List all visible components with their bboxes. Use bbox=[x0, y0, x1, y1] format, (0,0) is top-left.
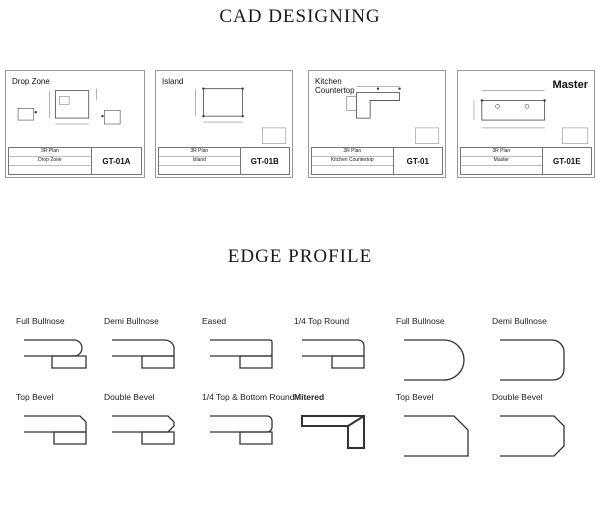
edge-profile-double-bevel-large-icon[interactable] bbox=[498, 412, 570, 496]
title-block: 3R Plan Drop Zone GT-01A bbox=[8, 147, 142, 175]
plan-line-2: Drop Zone bbox=[9, 157, 91, 166]
sheet-label: Island bbox=[162, 77, 184, 86]
sheet-code: GT-01E bbox=[553, 156, 581, 166]
sheet-code: GT-01 bbox=[406, 156, 429, 166]
edge-profile-top-bevel-icon[interactable] bbox=[22, 412, 94, 496]
edge-profile-demi-bullnose-large-icon[interactable] bbox=[498, 336, 570, 420]
edge-profile-grid: Full Bullnose Demi Bullnose Eased 1/4 Top R… bbox=[0, 300, 600, 509]
sheet-label: Drop Zone bbox=[12, 77, 50, 86]
edge-profile-quarter-top-bottom-round-icon[interactable] bbox=[208, 412, 280, 496]
edge-profile-top-bevel-large-icon[interactable] bbox=[402, 412, 474, 496]
edge-profile-label: Double Bevel bbox=[104, 392, 155, 402]
sheet-label: Master bbox=[552, 79, 588, 91]
edge-profile-label: Mitered bbox=[294, 392, 325, 402]
edge-profile-label: Top Bevel bbox=[396, 392, 434, 402]
edge-profile-quarter-top-round-icon[interactable] bbox=[300, 336, 372, 420]
profile-outline bbox=[53, 431, 87, 445]
profile-outline bbox=[210, 339, 273, 357]
cad-sheet-kitchen-countertop[interactable]: Kitchen Countertop 3R Plan Kitchen Count… bbox=[308, 70, 446, 178]
edge-profile-label: Demi Bullnose bbox=[492, 316, 547, 326]
edge-profile-demi-bullnose-icon[interactable] bbox=[110, 336, 182, 420]
edge-profile-label: 1/4 Top Round bbox=[294, 316, 350, 326]
plan-line-1: 3R Plan bbox=[312, 148, 393, 157]
cad-sheet-island[interactable]: Island 3R Plan Island GT-01B bbox=[155, 70, 293, 178]
profile-outline bbox=[500, 339, 565, 381]
edge-profile-label: Eased bbox=[202, 316, 227, 326]
cad-sheet-drop-zone[interactable]: Drop Zone 3R Plan Drop Zone GT-01A bbox=[5, 70, 145, 178]
sheet-code: GT-01A bbox=[102, 156, 131, 166]
cad-designing-title: CAD DESIGNING bbox=[219, 6, 381, 27]
profile-outline bbox=[51, 355, 87, 369]
edge-profile-label: Full Bullnose bbox=[16, 316, 65, 326]
profile-outline bbox=[141, 355, 175, 369]
profile-outline bbox=[24, 415, 87, 433]
profile-outline bbox=[500, 415, 565, 457]
edge-profile-label: Top Bevel bbox=[16, 392, 54, 402]
edge-profile-title: EDGE PROFILE bbox=[227, 246, 373, 267]
sheet-label: Kitchen Countertop bbox=[315, 77, 355, 95]
sheet-code: GT-01B bbox=[250, 156, 279, 166]
title-block: 3R Plan Kitchen Countertop GT-01 bbox=[311, 147, 443, 175]
plan-line-1: 3R Plan bbox=[9, 148, 91, 157]
profile-outline bbox=[404, 415, 469, 457]
profile-outline bbox=[112, 415, 175, 433]
profile-outline bbox=[331, 355, 365, 369]
profile-outline bbox=[141, 431, 175, 445]
edge-profile-full-bullnose-large-icon[interactable] bbox=[402, 336, 474, 420]
profile-outline bbox=[24, 339, 83, 357]
edge-profile-full-bullnose-icon[interactable] bbox=[22, 336, 94, 420]
plan-line-2: Master bbox=[461, 157, 542, 166]
plan-line-1: 3R Plan bbox=[159, 148, 240, 157]
profile-outline bbox=[302, 339, 365, 357]
edge-profile-eased-icon[interactable] bbox=[208, 336, 280, 420]
edge-profile-label: 1/4 Top & Bottom Round bbox=[202, 392, 295, 402]
profile-outline bbox=[239, 355, 273, 369]
edge-profile-label: Demi Bullnose bbox=[104, 316, 159, 326]
plan-line-2: Island bbox=[159, 157, 240, 166]
profile-outline bbox=[112, 339, 175, 357]
title-block: 3R Plan Island GT-01B bbox=[158, 147, 290, 175]
edge-profile-label: Full Bullnose bbox=[396, 316, 445, 326]
plan-line-2: Kitchen Countertop bbox=[312, 157, 393, 166]
edge-profile-double-bevel-icon[interactable] bbox=[110, 412, 182, 496]
profile-outline bbox=[347, 415, 365, 427]
plan-line-1: 3R Plan bbox=[461, 148, 542, 157]
profile-outline bbox=[239, 431, 273, 445]
profile-outline bbox=[210, 415, 273, 433]
title-block: 3R Plan Master GT-01E bbox=[460, 147, 592, 175]
profile-outline bbox=[404, 339, 465, 381]
edge-profile-label: Double Bevel bbox=[492, 392, 543, 402]
edge-profile-mitered-icon[interactable] bbox=[300, 412, 372, 496]
cad-sheet-master[interactable]: Master 3R Plan Master GT-01E bbox=[457, 70, 595, 178]
